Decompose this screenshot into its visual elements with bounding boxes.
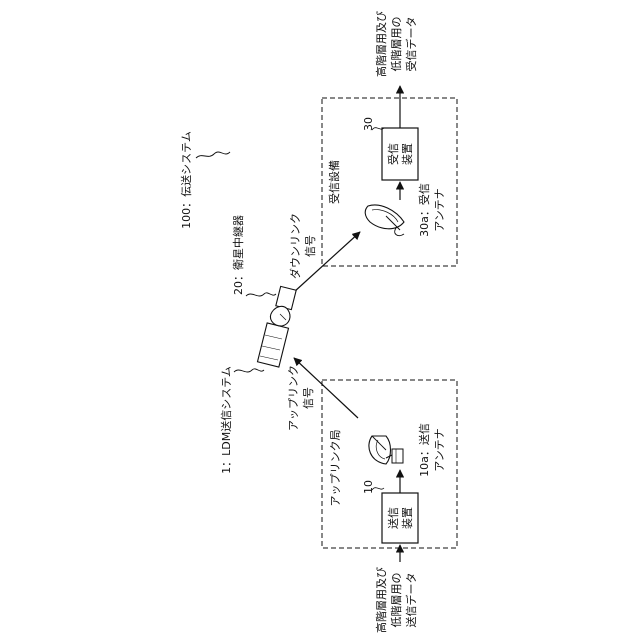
uplink-signal-label-2: 信号 <box>302 387 315 409</box>
system-100-leader <box>196 152 230 158</box>
receive-antenna-icon <box>365 205 404 236</box>
rx-antenna-label-1: 30a：受信 <box>418 183 431 237</box>
transmit-antenna-icon <box>369 436 403 464</box>
receiving-facility-label: 受信設備 <box>327 160 341 204</box>
tx-device-label-2: 装置 <box>401 507 414 529</box>
rx-device-label-2: 装置 <box>401 143 414 165</box>
satellite-leader <box>246 293 276 296</box>
tx-data-label-2: 低階層用の <box>389 573 403 628</box>
rx-antenna-label-2: アンテナ <box>433 188 446 232</box>
rx-device-label-1: 受信 <box>387 143 400 165</box>
satellite-icon <box>257 286 296 367</box>
tx-antenna-label-2: アンテナ <box>433 428 446 472</box>
ldm-system-leader <box>234 369 264 372</box>
receiving-facility-box <box>322 98 457 266</box>
uplink-signal-label-1: アップリンク <box>287 365 300 431</box>
tx-device-label-1: 送信 <box>386 507 400 529</box>
downlink-signal-label-2: 信号 <box>304 235 317 257</box>
uplink-station-label: アップリンク局 <box>329 430 342 507</box>
rx-data-label-2: 低階層用の <box>389 17 403 72</box>
rx-device-number: 30 <box>362 117 375 131</box>
rx-data-label-3: 受信データ <box>404 17 418 72</box>
downlink-signal-label-1: ダウンリンク <box>288 213 302 279</box>
tx-data-label-1: 高階層用及び <box>374 567 388 633</box>
system-100-label: 100：伝送システム <box>179 131 193 229</box>
ldm-system-label: 1：LDM送信システム <box>219 366 233 474</box>
satellite-label: 20：衛星中継器 <box>231 215 245 295</box>
tx-antenna-label-1: 10a：送信 <box>417 423 431 477</box>
tx-device-number: 10 <box>362 480 375 494</box>
rx-data-label-1: 高階層用及び <box>374 11 388 77</box>
tx-data-label-3: 送信データ <box>404 573 418 628</box>
